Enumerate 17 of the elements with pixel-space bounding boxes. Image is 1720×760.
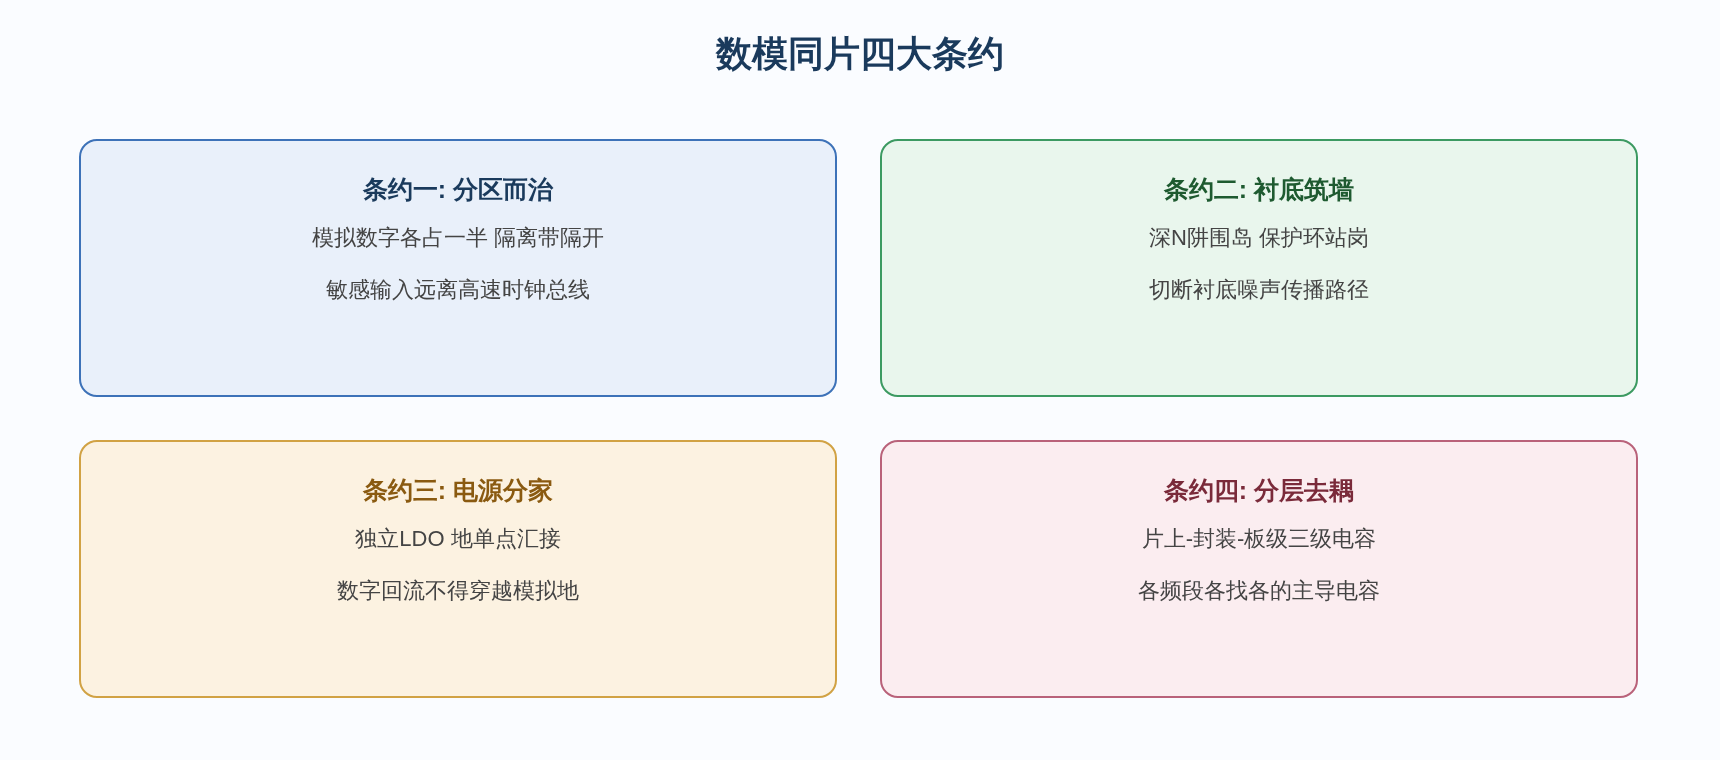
card-text: 模拟数字各占一半 隔离带隔开: [311, 224, 605, 252]
card-text: 敏感输入远离高速时钟总线: [326, 276, 590, 304]
card-text: 独立LDO 地单点汇接: [355, 525, 561, 553]
diagram-title: 数模同片四大条约: [714, 32, 1005, 76]
rule-card: [79, 139, 837, 397]
rule-card: [880, 139, 1638, 397]
card-heading: 条约三: 电源分家: [362, 476, 554, 504]
card-heading: 条约一: 分区而治: [362, 175, 554, 203]
card-heading: 条约四: 分层去耦: [1163, 476, 1355, 504]
card-text: 片上-封装-板级三级电容: [1141, 525, 1377, 553]
card-text: 各频段各找各的主导电容: [1138, 577, 1380, 605]
card-heading: 条约二: 衬底筑墙: [1163, 175, 1355, 203]
rule-card: [79, 440, 837, 698]
rule-card: [880, 440, 1638, 698]
card-text: 深N阱围岛 保护环站岗: [1149, 224, 1369, 252]
card-text: 数字回流不得穿越模拟地: [337, 577, 579, 605]
card-text: 切断衬底噪声传播路径: [1149, 276, 1369, 304]
